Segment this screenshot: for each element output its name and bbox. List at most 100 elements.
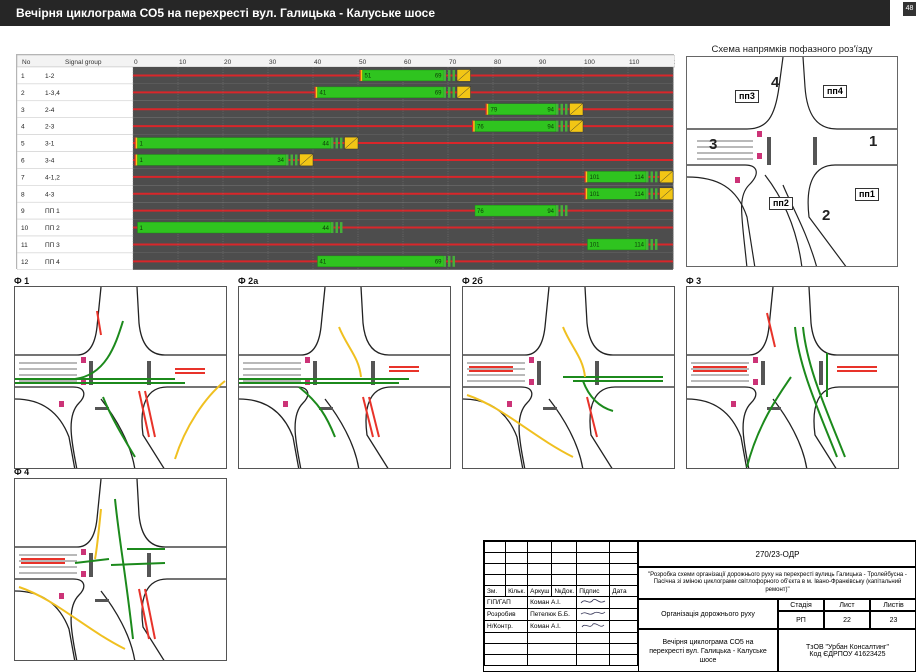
green-blink-mark — [655, 188, 658, 200]
yellow-diagonal — [456, 69, 471, 82]
phase-diagram-f1 — [14, 286, 227, 469]
stamp-signature — [576, 596, 611, 609]
green-blink-mark — [331, 137, 334, 149]
red-yellow-mark — [134, 137, 138, 149]
green-blink-mark — [295, 154, 298, 166]
stamp-role: ГІП/ГАП — [483, 596, 529, 609]
row-label-cell — [17, 66, 134, 85]
x-tick-label: 110 — [629, 59, 640, 66]
row-label-cell — [17, 218, 134, 237]
phase-drawing-f3 — [687, 287, 898, 468]
stamp-h-kilk: Кільк. — [505, 585, 529, 597]
red-yellow-mark — [359, 70, 363, 81]
yellow-diagonal — [299, 153, 314, 167]
x-tick-label: 0 — [134, 59, 138, 66]
stamp-h-data: Дата — [609, 585, 638, 597]
green-start-label: 76 — [477, 209, 484, 215]
page-title: Вечірня циклограма СО5 на перехресті вул… — [0, 0, 890, 26]
row-label-cell — [17, 168, 134, 186]
green-end-label: 69 — [435, 74, 442, 80]
stamp-stage-header: Стадія — [778, 599, 824, 611]
green-blink-mark — [646, 188, 649, 200]
row-signal-group: 1-3,4 — [45, 90, 60, 97]
stamp-sheets: 23 — [870, 611, 916, 629]
green-end-label: 94 — [547, 209, 554, 215]
green-bar — [317, 255, 444, 267]
green-end-label: 114 — [634, 243, 644, 249]
row-label-cell — [17, 151, 134, 169]
green-end-label: 114 — [634, 175, 644, 181]
scheme-label-pp3: пп3 — [735, 90, 759, 103]
row-label-cell — [17, 185, 134, 203]
row-signal-group: ПП 1 — [45, 208, 60, 215]
row-number: 12 — [21, 259, 29, 266]
stamp-project: "Розробка схеми організації дорожнього р… — [638, 567, 916, 599]
row-signal-group: 3-1 — [45, 141, 55, 148]
phase-drawing-f2b — [463, 287, 674, 468]
scheme-label-pp4: пп4 — [823, 85, 847, 98]
scheme-label-pp2: пп2 — [769, 197, 793, 210]
row-label-cell — [17, 252, 134, 270]
green-start-label: 76 — [477, 124, 484, 130]
green-bar — [362, 69, 444, 82]
red-yellow-mark — [134, 154, 138, 166]
row-number: 10 — [21, 225, 29, 232]
green-blink-mark — [650, 239, 653, 250]
red-yellow-mark — [134, 154, 136, 166]
yellow-diagonal — [659, 187, 674, 200]
x-tick-label: 50 — [359, 59, 367, 66]
stamp-name: Коман А.І. — [527, 596, 578, 609]
row-signal-group: 3-4 — [45, 157, 55, 164]
green-end-label: 44 — [322, 226, 329, 232]
x-tick-label: 30 — [269, 59, 277, 66]
red-yellow-mark — [584, 188, 586, 200]
stamp-signature — [576, 620, 611, 633]
row-signal-group: 1-2 — [45, 73, 55, 80]
header-signal-group: Signal group — [65, 59, 102, 66]
green-blink-mark — [443, 86, 446, 98]
stamp-role: Розробив — [483, 608, 529, 621]
phase-diagram-f2b — [462, 286, 675, 469]
green-blink-mark — [340, 137, 343, 149]
yellow-diagonal — [659, 170, 674, 183]
stamp-h-zm: Зм. — [483, 585, 507, 597]
approach-2: 2 — [822, 207, 831, 224]
scheme-drawing — [687, 57, 897, 266]
green-blink-mark — [646, 171, 649, 183]
green-blink-mark — [452, 255, 455, 267]
stamp-role: Н/Контр. — [483, 620, 529, 633]
scheme-diagram: пп3 пп4 пп1 пп2 4 1 3 2 — [686, 56, 898, 267]
green-blink-mark — [560, 205, 563, 217]
green-blink-mark — [443, 70, 446, 81]
stamp-sheet-header: Лист — [824, 599, 870, 611]
green-blink-mark — [650, 188, 653, 200]
row-number: 4 — [21, 124, 25, 131]
yellow-diagonal — [344, 136, 359, 150]
stamp-name: Петелюк Б.Б. — [527, 608, 578, 621]
phase-drawing-f1 — [15, 287, 226, 468]
x-tick-label: 10 — [179, 59, 187, 66]
x-tick-label: 120 — [674, 59, 675, 66]
green-bar — [137, 137, 332, 149]
green-end-label: 44 — [322, 141, 329, 147]
red-yellow-mark — [134, 137, 136, 149]
green-bar — [474, 120, 557, 132]
red-yellow-mark — [314, 86, 318, 98]
green-start-label: 51 — [365, 74, 372, 80]
green-blink-mark — [340, 222, 343, 233]
green-end-label: 69 — [435, 260, 442, 266]
row-signal-group: 2-4 — [45, 107, 55, 114]
scheme-label-pp1: пп1 — [855, 188, 879, 201]
stamp-drawing-name: Вечірня циклограма СО5 на перехресті вул… — [638, 629, 778, 672]
green-blink-mark — [556, 205, 559, 217]
green-start-label: 79 — [491, 107, 498, 113]
row-label-cell — [17, 100, 134, 118]
stamp-h-arkush: Аркуш — [527, 585, 553, 597]
green-end-label: 34 — [277, 158, 284, 164]
row-signal-group: ПП 4 — [45, 259, 60, 266]
stamp-company-code: Код ЄДРПОУ 41623425 — [809, 651, 886, 658]
green-bar — [488, 103, 557, 115]
